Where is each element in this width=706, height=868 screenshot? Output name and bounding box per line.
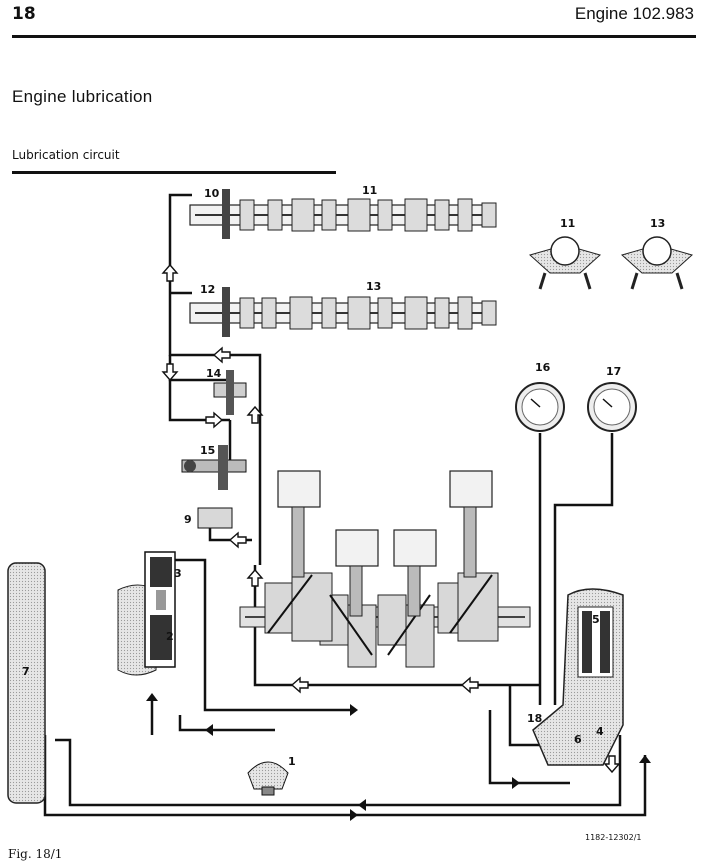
label-12: 12 xyxy=(200,283,215,296)
label-6: 6 xyxy=(574,733,582,746)
label-4: 4 xyxy=(596,725,604,738)
subsection-title: Lubrication circuit xyxy=(12,148,120,162)
label-13-detail: 13 xyxy=(650,217,665,230)
label-14: 14 xyxy=(206,367,222,380)
oil-pressure-gauge-16 xyxy=(515,382,565,432)
label-10: 10 xyxy=(204,187,220,200)
filled-arrows xyxy=(146,693,651,821)
label-7: 7 xyxy=(22,665,30,678)
page-number: 18 xyxy=(12,4,36,24)
oil-temperature-gauge-17 xyxy=(587,382,637,432)
figure-caption: Fig. 18/1 xyxy=(8,847,63,861)
exhaust-camshaft xyxy=(189,287,497,337)
figure-code: 1182-12302/1 xyxy=(585,833,641,842)
page-header-title: Engine 102.983 xyxy=(574,4,694,23)
cam-detail-13 xyxy=(620,236,694,290)
label-16: 16 xyxy=(535,361,551,374)
oil-filter-7 xyxy=(7,562,46,804)
cam-detail-11 xyxy=(528,236,602,290)
oil-pump-1 xyxy=(247,761,289,796)
section-title: Engine lubrication xyxy=(12,87,153,106)
oil-sump xyxy=(532,588,624,766)
label-15: 15 xyxy=(200,444,215,457)
oil-valve-14 xyxy=(213,370,247,415)
label-18: 18 xyxy=(527,712,542,725)
subsection-rule xyxy=(12,171,336,174)
oil-sensor-9 xyxy=(197,507,233,529)
label-3: 3 xyxy=(174,567,182,580)
label-1: 1 xyxy=(288,755,296,768)
header-rule xyxy=(12,35,696,38)
pistons xyxy=(277,470,493,617)
label-5: 5 xyxy=(592,613,600,626)
flow-arrows xyxy=(161,263,621,774)
oil-pump-assembly xyxy=(117,551,176,676)
oil-valve-15 xyxy=(181,445,247,490)
label-9: 9 xyxy=(184,513,192,526)
label-11: 11 xyxy=(362,184,377,197)
crankshaft xyxy=(239,572,531,668)
lubrication-circuit-diagram: 10 11 12 13 11 13 14 15 9 16 17 3 2 7 5 … xyxy=(7,184,694,842)
intake-camshaft xyxy=(189,189,497,239)
label-2: 2 xyxy=(166,630,174,643)
label-17: 17 xyxy=(606,365,621,378)
label-13: 13 xyxy=(366,280,381,293)
label-11-detail: 11 xyxy=(560,217,575,230)
